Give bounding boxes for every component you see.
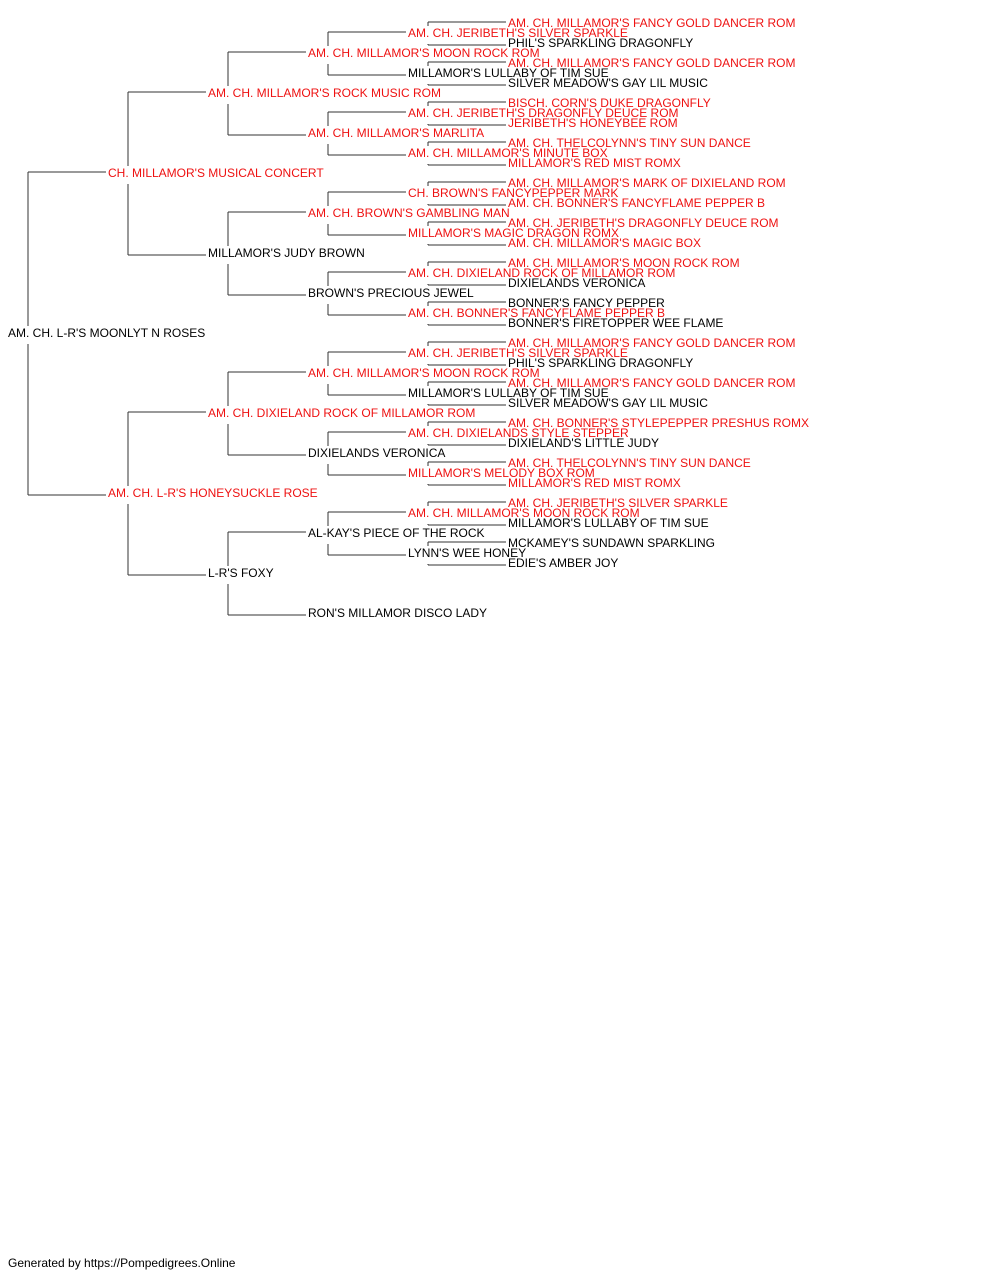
pedigree-dam-name: MILLAMOR'S JUDY BROWN: [208, 246, 365, 260]
footer-credit: Generated by https://Pompedigrees.Online: [8, 1256, 236, 1270]
pedigree-sire-name: CH. MILLAMOR'S MUSICAL CONCERT: [108, 166, 324, 180]
pedigree-sire-name: AM. CH. MILLAMOR'S MOON ROCK ROM: [408, 506, 640, 520]
pedigree-sire-name: AM. CH. JERIBETH'S DRAGONFLY DEUCE ROM: [508, 216, 779, 230]
pedigree-dam-name: MILLAMOR'S RED MIST ROMX: [508, 476, 681, 490]
pedigree-sire-name: AM. CH. MILLAMOR'S FANCY GOLD DANCER ROM: [508, 376, 795, 390]
pedigree-sire-name: AM. CH. MILLAMOR'S MOON ROCK ROM: [308, 366, 540, 380]
pedigree-dam-name: MILLAMOR'S MELODY BOX ROM: [408, 466, 595, 480]
pedigree-sire-name: AM. CH. DIXIELAND ROCK OF MILLAMOR ROM: [208, 406, 475, 420]
pedigree-dam-name: DIXIELANDS VERONICA: [308, 446, 445, 460]
pedigree-sire-name: CH. BROWN'S FANCYPEPPER MARK: [408, 186, 618, 200]
pedigree-dam-name: MILLAMOR'S LULLABY OF TIM SUE: [508, 516, 709, 530]
pedigree-dam-name: SILVER MEADOW'S GAY LIL MUSIC: [508, 76, 708, 90]
pedigree-sire-name: AM. CH. THELCOLYNN'S TINY SUN DANCE: [508, 456, 751, 470]
pedigree-dam-name: PHIL'S SPARKLING DRAGONFLY: [508, 356, 693, 370]
pedigree-sire-name: AM. CH. MILLAMOR'S FANCY GOLD DANCER ROM: [508, 56, 795, 70]
pedigree-dam-name: JERIBETH'S HONEYBEE ROM: [508, 116, 678, 130]
pedigree-sire-name: AM. CH. MILLAMOR'S FANCY GOLD DANCER ROM: [508, 336, 795, 350]
pedigree-sire-name: AM. CH. JERIBETH'S SILVER SPARKLE: [508, 496, 728, 510]
pedigree-subject-name: AM. CH. L-R'S MOONLYT N ROSES: [8, 326, 205, 340]
pedigree-sire-name: AM. CH. MILLAMOR'S MARK OF DIXIELAND ROM: [508, 176, 786, 190]
pedigree-dam-name: AM. CH. MILLAMOR'S MINUTE BOX: [408, 146, 608, 160]
pedigree-dam-name: BONNER'S FIRETOPPER WEE FLAME: [508, 316, 723, 330]
pedigree-dam-name: L-R'S FOXY: [208, 566, 274, 580]
pedigree-dam-name: AM. CH. MILLAMOR'S MARLITA: [308, 126, 484, 140]
pedigree-dam-name: AM. CH. L-R'S HONEYSUCKLE ROSE: [108, 486, 318, 500]
pedigree-sire-name: AM. CH. DIXIELANDS STYLE STEPPER: [408, 426, 629, 440]
pedigree-dam-name: AM. CH. BONNER'S FANCYFLAME PEPPER B: [408, 306, 665, 320]
pedigree-dam-name: SILVER MEADOW'S GAY LIL MUSIC: [508, 396, 708, 410]
pedigree-dam-name: RON'S MILLAMOR DISCO LADY: [308, 606, 487, 620]
pedigree-sire-name: AM. CH. BROWN'S GAMBLING MAN: [308, 206, 510, 220]
pedigree-dam-name: DIXIELAND'S LITTLE JUDY: [508, 436, 659, 450]
pedigree-dam-name: MILLAMOR'S MAGIC DRAGON ROMX: [408, 226, 619, 240]
pedigree-sire-name: AM. CH. THELCOLYNN'S TINY SUN DANCE: [508, 136, 751, 150]
pedigree-dam-name: AM. CH. BONNER'S FANCYFLAME PEPPER B: [508, 196, 765, 210]
pedigree-dam-name: MILLAMOR'S LULLABY OF TIM SUE: [408, 386, 609, 400]
pedigree-dam-name: EDIE'S AMBER JOY: [508, 556, 618, 570]
pedigree-sire-name: AM. CH. BONNER'S STYLEPEPPER PRESHUS ROM…: [508, 416, 809, 430]
pedigree-dam-name: PHIL'S SPARKLING DRAGONFLY: [508, 36, 693, 50]
pedigree-sire-name: BONNER'S FANCY PEPPER: [508, 296, 665, 310]
pedigree-dam-name: LYNN'S WEE HONEY: [408, 546, 526, 560]
pedigree-dam-name: MILLAMOR'S LULLABY OF TIM SUE: [408, 66, 609, 80]
pedigree-sire-name: AM. CH. JERIBETH'S DRAGONFLY DEUCE ROM: [408, 106, 679, 120]
pedigree-sire-name: AM. CH. MILLAMOR'S FANCY GOLD DANCER ROM: [508, 16, 795, 30]
pedigree-sire-name: AM. CH. MILLAMOR'S MOON ROCK ROM: [308, 46, 540, 60]
pedigree-dam-name: MILLAMOR'S RED MIST ROMX: [508, 156, 681, 170]
pedigree-sire-name: AM. CH. MILLAMOR'S ROCK MUSIC ROM: [208, 86, 441, 100]
pedigree-dam-name: AM. CH. MILLAMOR'S MAGIC BOX: [508, 236, 701, 250]
pedigree-sire-name: AM. CH. MILLAMOR'S MOON ROCK ROM: [508, 256, 740, 270]
pedigree-sire-name: MCKAMEY'S SUNDAWN SPARKLING: [508, 536, 715, 550]
pedigree-sire-name: AL-KAY'S PIECE OF THE ROCK: [308, 526, 485, 540]
pedigree-sire-name: AM. CH. DIXIELAND ROCK OF MILLAMOR ROM: [408, 266, 675, 280]
pedigree-sire-name: BISCH. CORN'S DUKE DRAGONFLY: [508, 96, 711, 110]
pedigree-sire-name: AM. CH. JERIBETH'S SILVER SPARKLE: [408, 346, 628, 360]
pedigree-dam-name: BROWN'S PRECIOUS JEWEL: [308, 286, 474, 300]
pedigree-dam-name: DIXIELANDS VERONICA: [508, 276, 645, 290]
pedigree-sire-name: AM. CH. JERIBETH'S SILVER SPARKLE: [408, 26, 628, 40]
